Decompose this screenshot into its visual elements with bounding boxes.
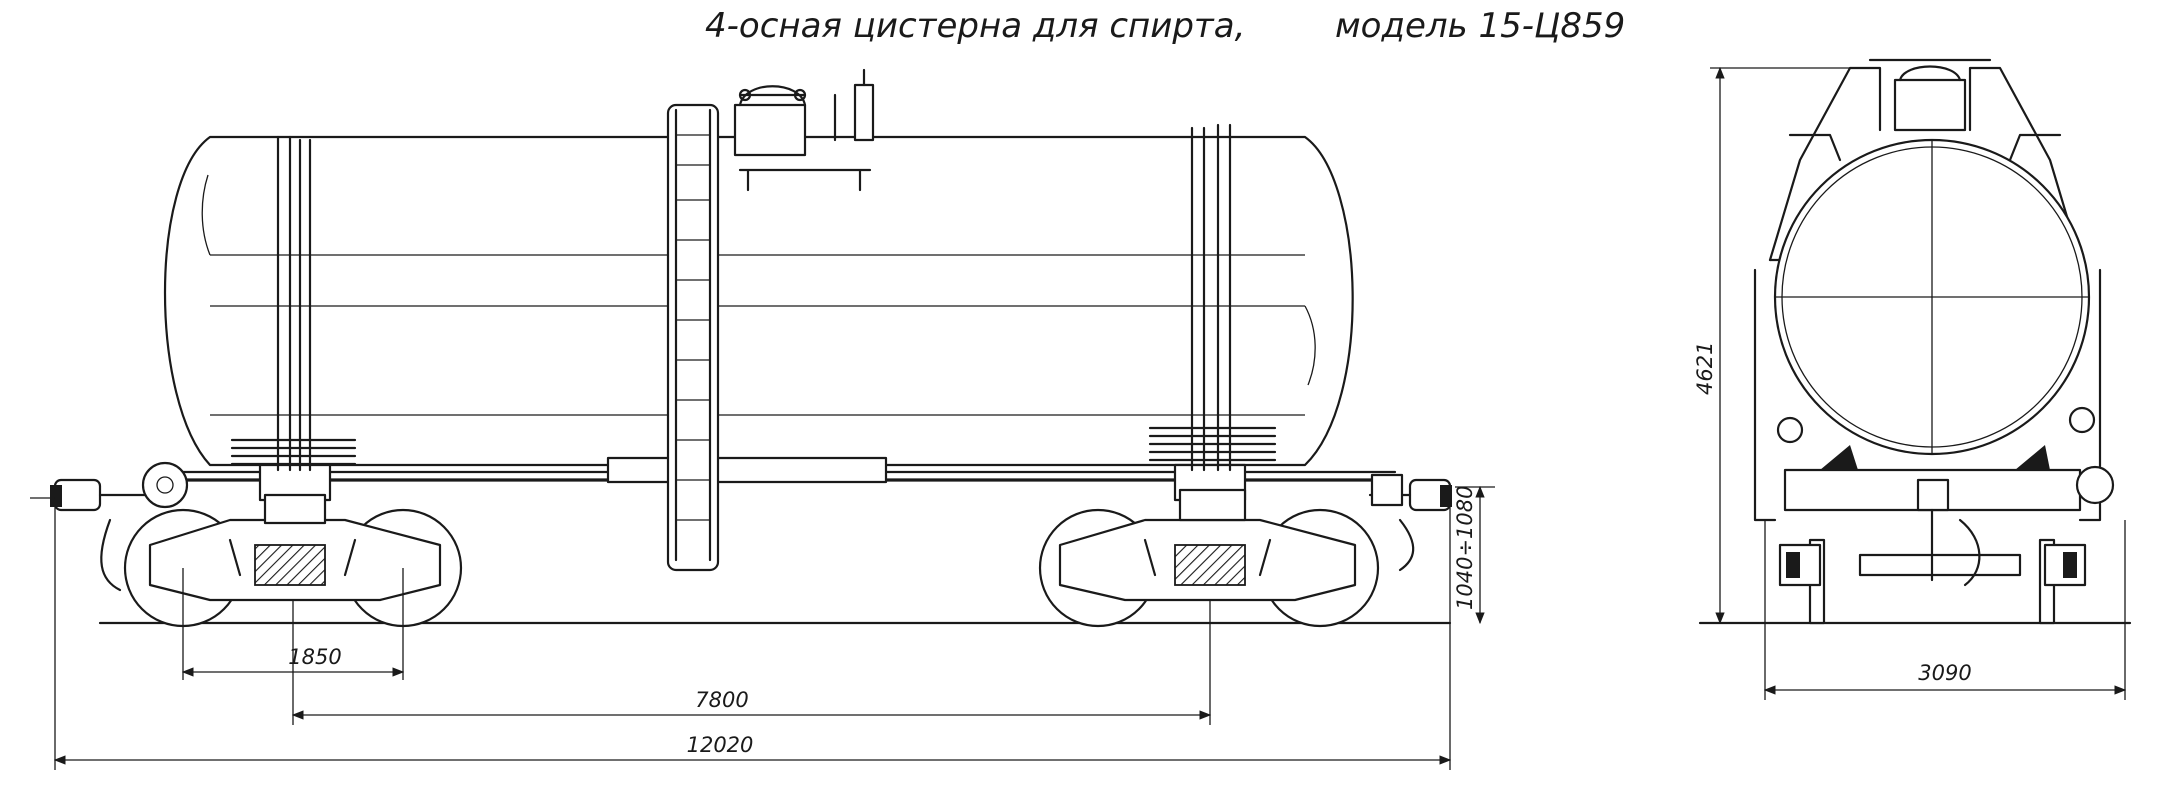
overall-width-label: 3090 [1918, 661, 1971, 685]
dim-bogie-base: 1850 [181, 568, 405, 680]
coupler-height-label: 1040÷1080 [1453, 486, 1477, 610]
bogie-centers-label: 7800 [695, 688, 748, 712]
tank-dome [733, 68, 875, 192]
central-ladder [666, 103, 720, 572]
saddle-pads [230, 426, 1277, 466]
tank-body [163, 135, 1354, 467]
side-view: 1850 7800 12020 1040÷1080 [30, 68, 1495, 770]
overall-height-label: 4621 [1693, 342, 1717, 395]
end-view: 4621 3090 [1693, 58, 2132, 700]
dim-overall-width: 3090 [1763, 520, 2127, 700]
dim-overall-length: 12020 [53, 495, 1452, 770]
drawing-model: модель 15-Ц859 [1335, 6, 1625, 46]
right-bogie [1038, 488, 1380, 628]
dim-overall-height: 4621 [1693, 66, 1850, 625]
drawing-title: 4-осная цистерна для спирта, [705, 6, 1245, 46]
tank-bands [276, 123, 1232, 472]
dim-coupler-height: 1040÷1080 [1453, 486, 1495, 625]
overall-length-label: 12020 [687, 733, 754, 757]
bogie-base-label: 1850 [288, 645, 341, 669]
left-coupler [30, 461, 189, 592]
dim-bogie-centers: 7800 [291, 600, 1212, 725]
right-coupler [1368, 473, 1452, 572]
